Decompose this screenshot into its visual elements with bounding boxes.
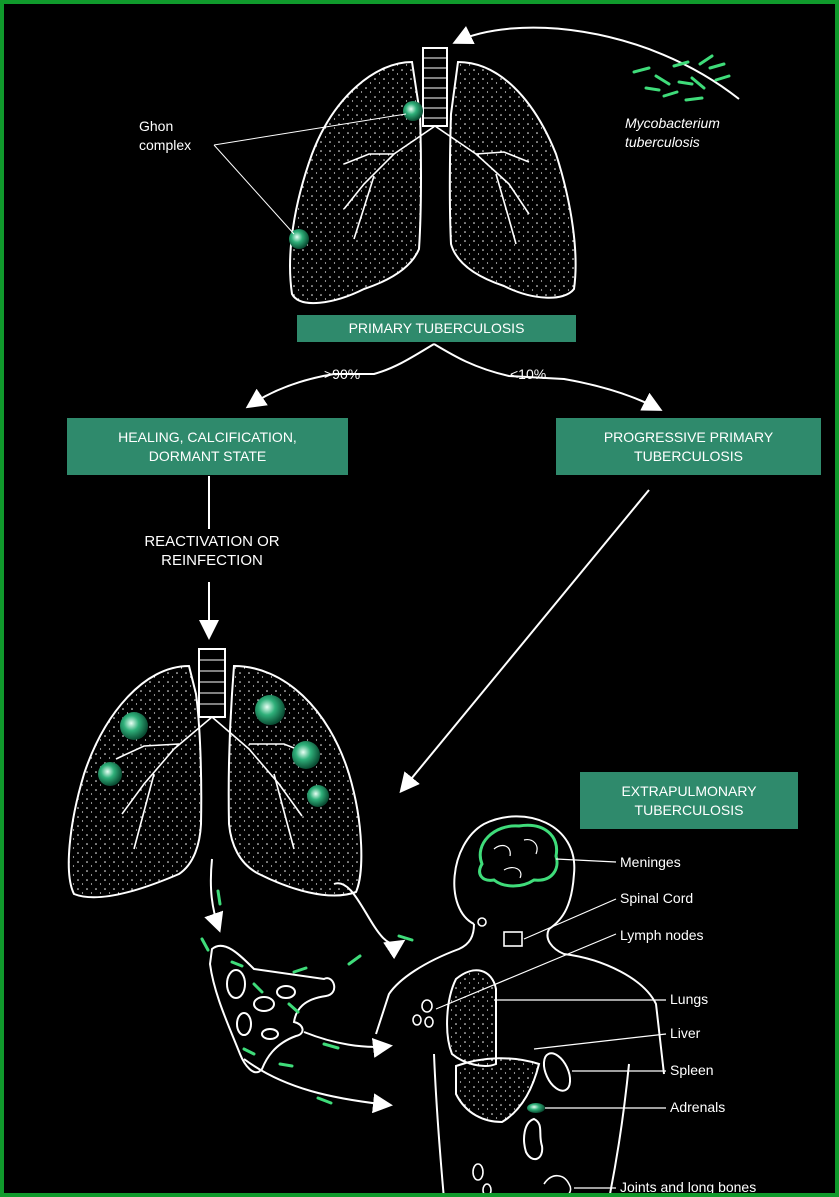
- top-right-lung: [450, 62, 576, 298]
- ghon-complex-label: Ghon complex: [139, 117, 229, 155]
- percent-under-10: <10%: [510, 365, 570, 384]
- site-label-lungs: Lungs: [670, 990, 708, 1009]
- kidney-shape: [524, 1119, 542, 1159]
- site-label-joints: Joints and long bones: [620, 1178, 756, 1197]
- site-label-spinal-cord: Spinal Cord: [620, 889, 693, 908]
- mycobacteria-cluster: [634, 56, 729, 100]
- site-label-spleen: Spleen: [670, 1061, 714, 1080]
- top-lungs: [290, 48, 576, 303]
- reactivation-label: REACTIVATION OR REINFECTION: [107, 532, 317, 570]
- ghon-lesion-hilar: [403, 101, 423, 121]
- site-label-meninges: Meninges: [620, 853, 681, 872]
- brain-folds: [494, 840, 537, 878]
- percent-over-90: >90%: [324, 365, 384, 384]
- top-trachea: [423, 48, 447, 126]
- top-trachea-rings: [423, 58, 447, 118]
- primary-tuberculosis-box: PRIMARY TUBERCULOSIS: [297, 315, 576, 342]
- liver-shape: [456, 1058, 539, 1122]
- bottom-right-lung: [229, 666, 362, 896]
- adrenal-lesion: [527, 1103, 545, 1113]
- site-label-liver: Liver: [670, 1024, 700, 1043]
- lung-shape: [447, 970, 496, 1066]
- healing-box: HEALING, CALCIFICATION, DORMANT STATE: [67, 418, 348, 475]
- top-left-lung: [290, 62, 421, 303]
- diagram-artwork: [4, 4, 839, 1197]
- spinal-cord-segment: [504, 932, 522, 946]
- extrapulmonary-box: EXTRAPULMONARY TUBERCULOSIS: [580, 772, 798, 829]
- blood-vessel: [210, 946, 334, 1073]
- dissemination-arrows: [211, 859, 402, 1105]
- mycobacterium-label: Mycobacterium tuberculosis: [625, 114, 795, 152]
- site-label-lymph-nodes: Lymph nodes: [620, 926, 704, 945]
- body-figure: [376, 816, 664, 1197]
- progressive-primary-box: PROGRESSIVE PRIMARY TUBERCULOSIS: [556, 418, 821, 475]
- site-label-adrenals: Adrenals: [670, 1098, 725, 1117]
- bottom-left-lung: [69, 666, 201, 897]
- bottom-trachea: [199, 649, 225, 717]
- brain: [480, 825, 557, 886]
- bottom-trachea-rings: [199, 660, 225, 704]
- spleen-shape: [539, 1049, 576, 1095]
